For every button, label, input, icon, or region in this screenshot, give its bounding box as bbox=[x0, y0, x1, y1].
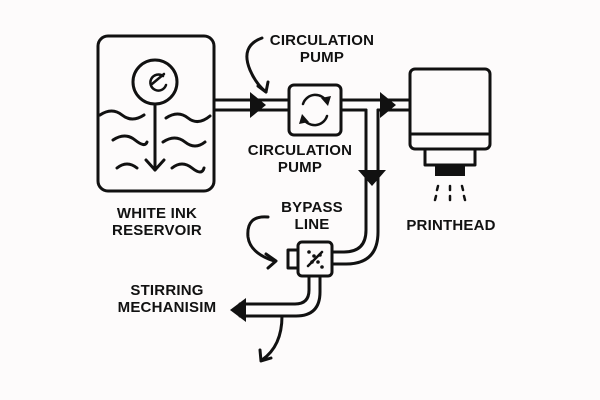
flow-arrow-icon bbox=[358, 170, 386, 186]
ink-wave-5 bbox=[115, 162, 139, 170]
label-white-ink-reservoir: WHITE INK RESERVOIR bbox=[112, 205, 202, 239]
valve-stem bbox=[286, 248, 300, 270]
pump-to-printhead-pipe bbox=[339, 92, 412, 118]
ink-wave-6 bbox=[170, 162, 206, 174]
label-circulation-pump-top: CIRCULATION PUMP bbox=[269, 32, 375, 66]
circulation-pump bbox=[287, 83, 343, 137]
printhead-body bbox=[408, 67, 492, 151]
stirring-outlet-pipe bbox=[230, 274, 322, 322]
callout-arrowhead bbox=[256, 80, 270, 94]
stirrer-rotation-pointer bbox=[150, 72, 166, 86]
label-printhead: PRINTHEAD bbox=[406, 217, 496, 234]
stirrer-rotation-icon bbox=[149, 73, 168, 92]
callout-arrowhead bbox=[258, 348, 273, 363]
ink-wave-2 bbox=[164, 112, 212, 123]
ink-drops-icon bbox=[433, 184, 467, 202]
main-supply-pipe bbox=[212, 92, 290, 118]
flow-arrow-icon bbox=[230, 298, 246, 322]
flow-arrow-icon bbox=[250, 92, 266, 118]
stirrer-arrow-head bbox=[144, 158, 166, 172]
white-ink-reservoir bbox=[96, 34, 216, 193]
label-stirring-mechanism: STIRRING MECHANISIM bbox=[117, 282, 217, 316]
label-circulation-pump-bottom: CIRCULATION PUMP bbox=[247, 142, 353, 176]
callout-arrow-drain bbox=[260, 314, 284, 362]
callout-arrow-bypass bbox=[246, 215, 276, 263]
pump-housing bbox=[287, 83, 343, 137]
callout-arrowhead bbox=[264, 252, 278, 270]
bypass-valve bbox=[286, 240, 334, 278]
bypass-pipe bbox=[330, 108, 386, 266]
label-bypass-line: BYPASS LINE bbox=[281, 199, 343, 233]
printhead-nozzle-housing bbox=[423, 147, 477, 167]
ink-wave-4 bbox=[161, 136, 207, 148]
reservoir-tank bbox=[96, 34, 216, 193]
printhead-nozzle bbox=[435, 165, 465, 176]
printhead bbox=[408, 67, 492, 202]
ink-wave-3 bbox=[111, 134, 149, 147]
ink-wave-1 bbox=[98, 109, 146, 121]
flow-arrow-icon bbox=[380, 92, 396, 118]
